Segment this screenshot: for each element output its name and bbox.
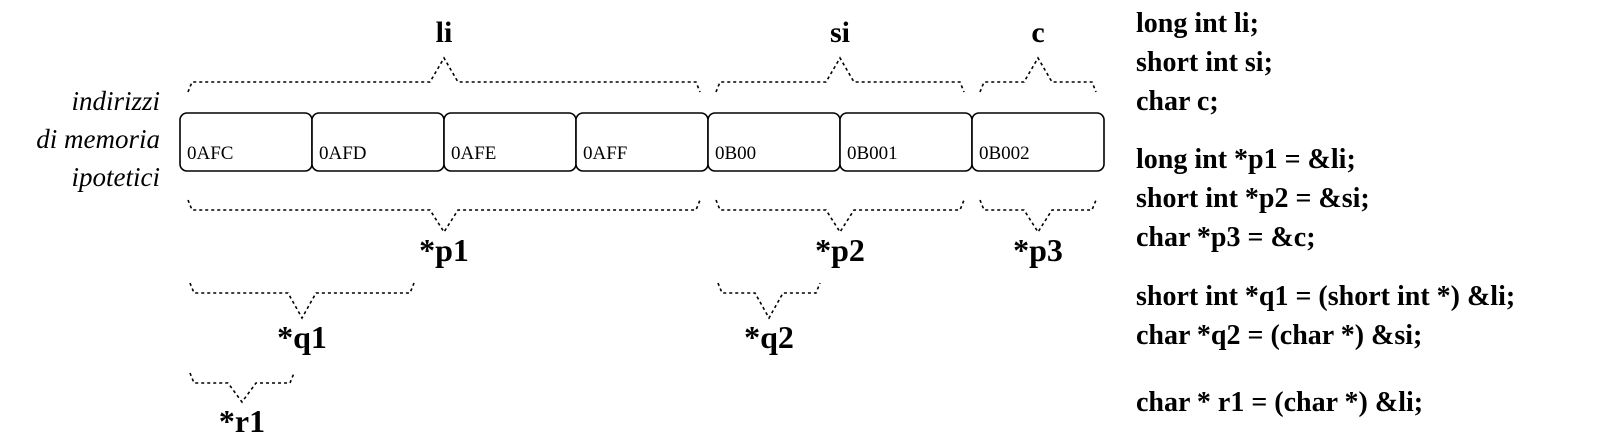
code-line-4: long int *p1 = &li; <box>1136 144 1356 175</box>
memory-cell: 0AFC <box>179 112 313 172</box>
cell-address: 0AFE <box>451 143 496 164</box>
memory-cell: 0B00 <box>707 112 841 172</box>
pointer-q1-label: *q1 <box>277 319 327 355</box>
code-line-8: char *q2 = (char *) &si; <box>1136 320 1423 351</box>
pointer-q2-brace <box>717 282 821 320</box>
memory-cell: 0AFD <box>311 112 445 172</box>
variable-c-label: c <box>1031 16 1044 49</box>
variable-si-label: si <box>830 16 850 49</box>
pointer-p2-label: *p2 <box>815 232 865 268</box>
brace-labels: li si c *p1 *p2 *p3 *q1 *q2 *r1 <box>219 16 1063 439</box>
pointer-p3-label: *p3 <box>1013 232 1063 268</box>
cell-address: 0AFF <box>583 143 627 164</box>
code-line-5: short int *p2 = &si; <box>1136 183 1370 214</box>
cell-address: 0AFC <box>187 143 233 164</box>
code-line-6: char *p3 = &c; <box>1136 222 1316 253</box>
pointer-p1-label: *p1 <box>419 232 469 268</box>
cell-address: 0AFD <box>319 143 367 164</box>
code-line-7: short int *q1 = (short int *) &li; <box>1136 281 1516 312</box>
code-line-1: long int li; <box>1136 8 1259 39</box>
memory-cell: 0AFF <box>575 112 709 172</box>
pointer-p3-brace <box>979 199 1097 234</box>
pointer-p1-brace <box>187 199 701 234</box>
cell-box <box>971 112 1105 172</box>
memory-cell: 0B001 <box>839 112 973 172</box>
caption-line-1: indirizzi <box>71 86 160 116</box>
caption-line-3: ipotetici <box>71 162 160 192</box>
code-line-9: char * r1 = (char *) &li; <box>1136 387 1424 418</box>
pointer-r1-label: *r1 <box>219 403 265 439</box>
code-line-2: short int si; <box>1136 47 1273 78</box>
caption-line-2: di memoria <box>36 124 160 154</box>
pointer-r1-brace <box>189 372 295 404</box>
pointer-q2-label: *q2 <box>744 319 794 355</box>
variable-li-label: li <box>436 16 453 49</box>
memory-diagram: 0AFC 0AFD 0AFE 0AFF 0B00 0B001 0B002 li si c *p1 *… <box>179 16 1105 439</box>
variable-c-brace <box>979 56 1097 93</box>
memory-cell: 0AFE <box>443 112 577 172</box>
variable-li-brace <box>187 56 701 93</box>
cell-address: 0B002 <box>979 143 1030 164</box>
braces <box>187 56 1097 404</box>
variable-si-brace <box>715 56 965 93</box>
cell-address: 0B001 <box>847 143 898 164</box>
code-line-3: char c; <box>1136 86 1219 117</box>
memory-cells: 0AFC 0AFD 0AFE 0AFF 0B00 0B001 0B002 <box>179 112 1105 172</box>
pointer-q1-brace <box>189 282 415 320</box>
memory-cell: 0B002 <box>971 112 1105 172</box>
cell-address: 0B00 <box>715 143 756 164</box>
pointer-p2-brace <box>715 199 965 234</box>
